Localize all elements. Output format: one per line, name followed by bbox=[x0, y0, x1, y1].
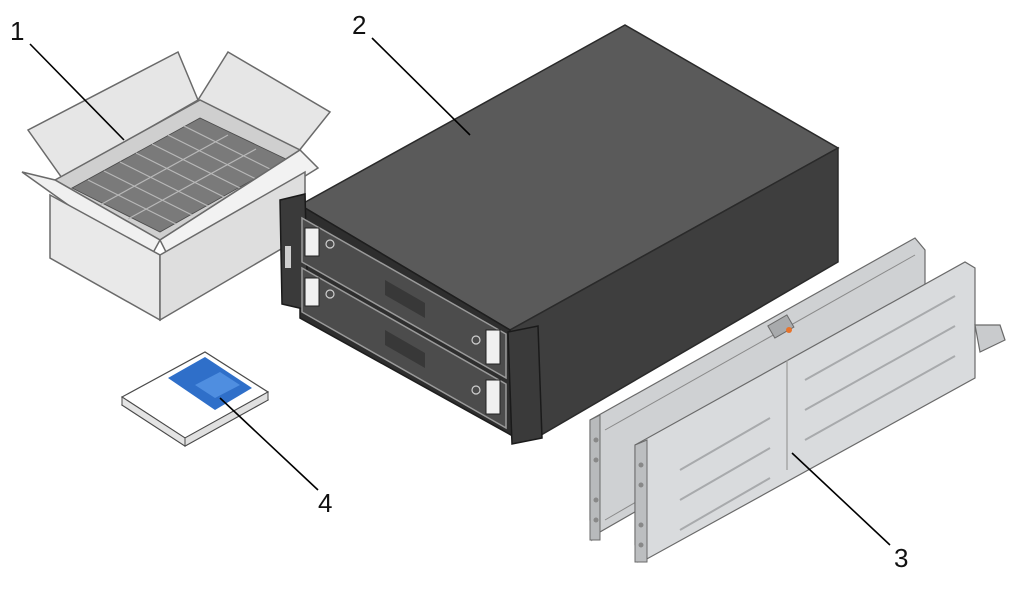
callout-2: 2 bbox=[352, 10, 367, 40]
documentation bbox=[120, 351, 270, 447]
leader-line-3 bbox=[791, 452, 891, 546]
callout-3: 3 bbox=[894, 543, 909, 573]
rail-kit bbox=[589, 237, 1006, 563]
leader-line-2 bbox=[371, 37, 471, 136]
leader-line-4 bbox=[219, 397, 319, 491]
enclosure bbox=[279, 24, 840, 445]
callout-1: 1 bbox=[10, 16, 25, 46]
drive-carton bbox=[21, 50, 332, 322]
callout-4: 4 bbox=[318, 488, 333, 518]
leader-line-1 bbox=[29, 43, 125, 141]
